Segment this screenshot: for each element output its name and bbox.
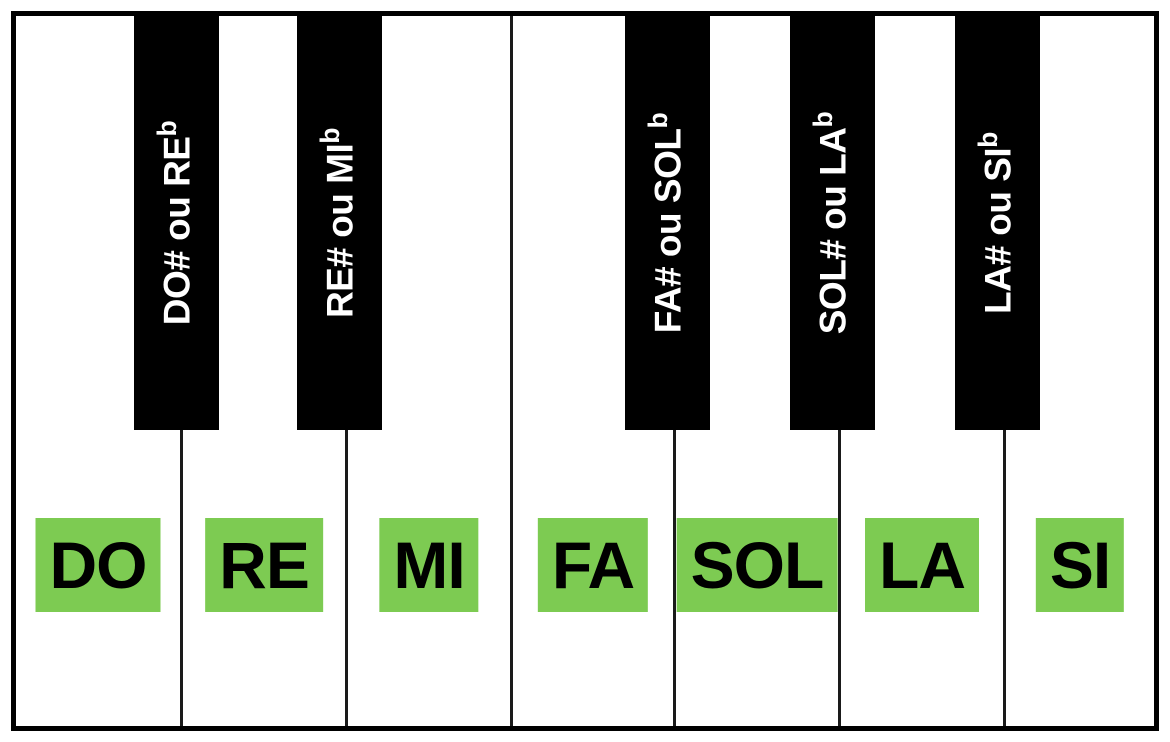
white-key-label-sol: SOL [676,518,838,612]
black-key-sol-sharp[interactable]: SOL# ou LAb [790,16,875,430]
white-key-label-la: LA [865,518,979,612]
black-key-la-sharp[interactable]: LA# ou SIb [955,16,1040,430]
piano-keyboard: DO RE MI FA SOL LA SI DO# ou REb RE# ou … [11,11,1159,731]
black-key-label-la-sharp: LA# ou SIb [972,132,1018,314]
black-key-label-do-sharp: DO# ou REb [151,120,197,326]
white-key-label-do: DO [35,518,161,612]
black-key-do-sharp[interactable]: DO# ou REb [134,16,219,430]
black-key-fa-sharp[interactable]: FA# ou SOLb [625,16,710,430]
white-key-label-mi: MI [379,518,479,612]
white-key-label-fa: FA [537,518,649,612]
black-key-re-sharp[interactable]: RE# ou MIb [297,16,382,430]
white-key-label-re: RE [205,518,323,612]
white-key-label-si: SI [1035,518,1125,612]
black-key-label-sol-sharp: SOL# ou LAb [807,111,853,335]
black-key-label-re-sharp: RE# ou MIb [314,127,360,319]
black-key-label-fa-sharp: FA# ou SOLb [642,112,688,334]
